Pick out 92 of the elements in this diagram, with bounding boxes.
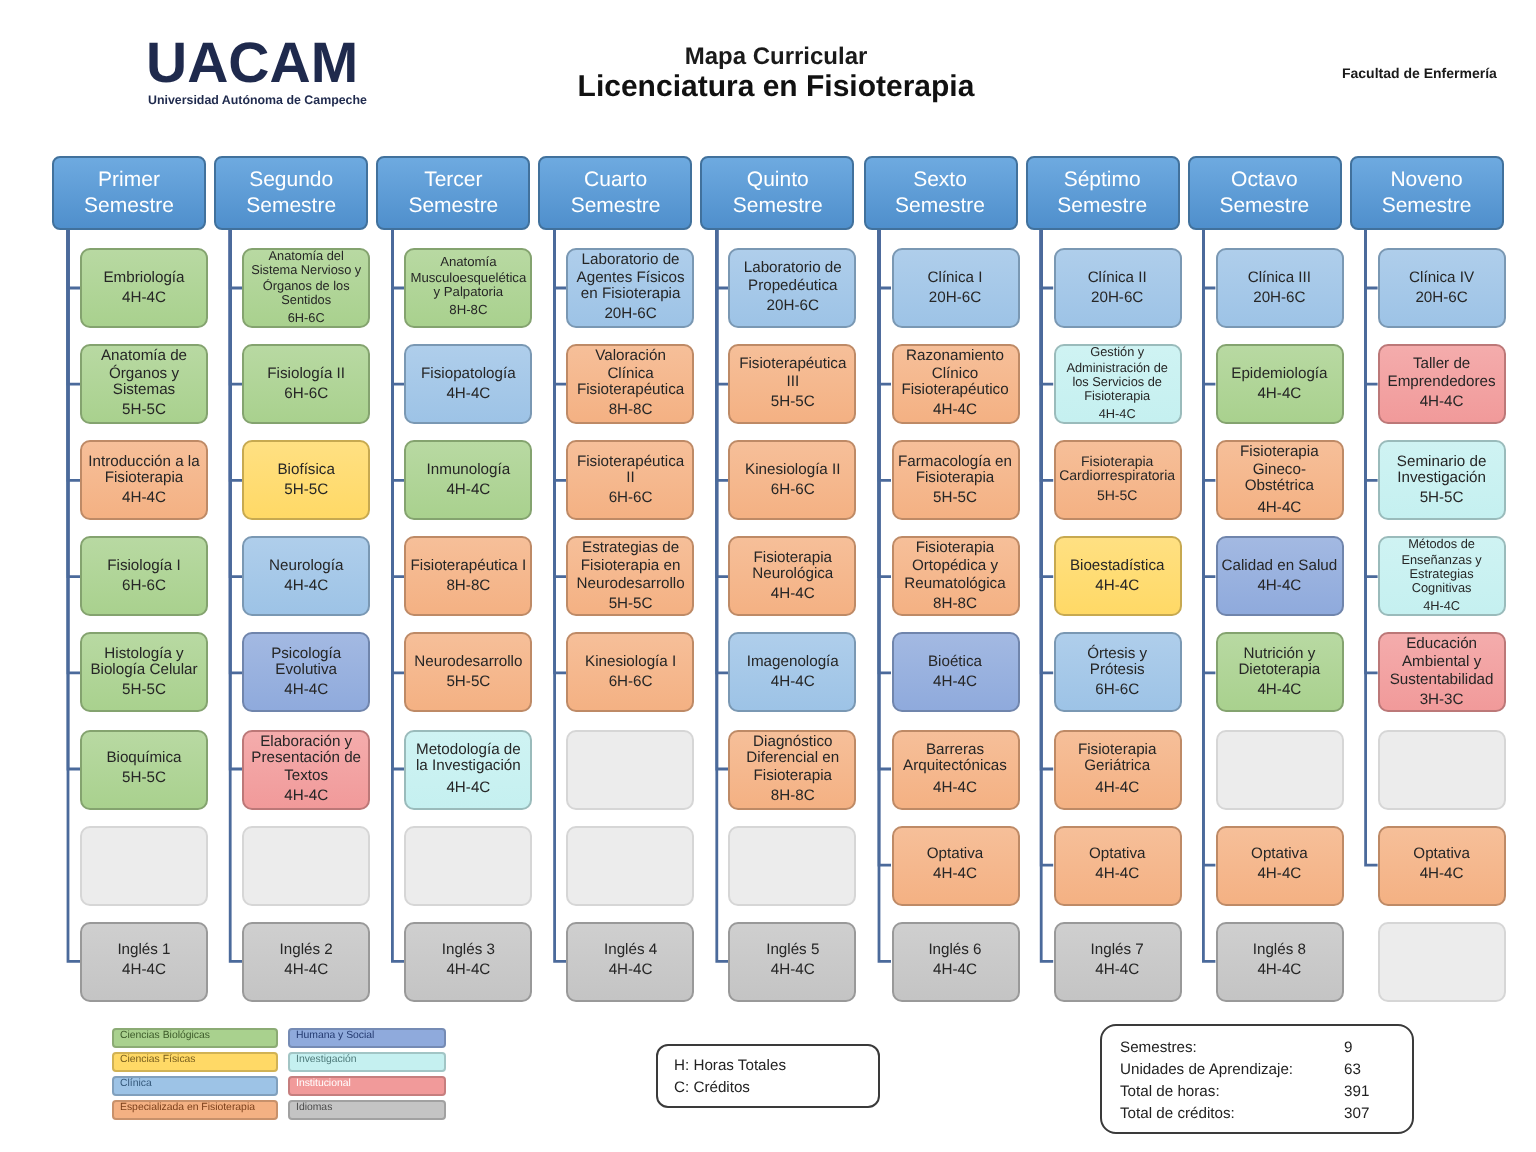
course-box [242,440,371,521]
course-box [891,248,1019,328]
course-box [1215,825,1344,906]
course-box [566,440,695,521]
diagram-title: Licenciatura en Fisioterapia [577,72,975,102]
course-box [1377,632,1506,713]
course-box [1215,440,1344,521]
course-box [728,729,857,809]
course-box [1377,440,1506,521]
course-box [404,536,533,617]
course-box [728,536,857,617]
course-box [891,825,1019,906]
course-box [728,248,857,328]
key-box [656,1044,880,1108]
connector-line [66,230,80,963]
course-box [891,344,1019,425]
semester-header: Tercer Semestre [376,156,531,230]
course-box [80,344,208,425]
semester-header: Octavo Semestre [1187,156,1342,230]
course-box [1377,344,1506,425]
course-box [1053,536,1182,617]
course-box [242,344,371,425]
course-box [1377,248,1506,328]
connector-line [553,230,567,963]
semester-header: Noveno Semestre [1349,156,1504,230]
course-box [1053,921,1182,1002]
course-box [728,440,857,521]
empty-box [80,825,208,906]
course-box [242,921,371,1002]
course-box [242,632,371,713]
course-box [80,440,208,521]
empty-box [1377,729,1506,809]
course-box [1053,729,1182,809]
empty-box [242,825,371,906]
course-box [404,632,533,713]
course-box [80,729,208,809]
course-box [891,440,1019,521]
course-box [566,632,695,713]
course-box [1053,440,1182,521]
course-box [242,536,371,617]
course-box [566,536,695,617]
course-box [891,921,1019,1002]
course-box [242,729,371,809]
course-box [728,344,857,425]
course-box [891,729,1019,809]
course-box [1215,344,1344,425]
semester-header: Quinto Semestre [700,156,855,230]
course-box [80,536,208,617]
semester-header: Séptimo Semestre [1025,156,1180,230]
course-box [1377,825,1506,906]
course-box [80,248,208,328]
semester-header: Primer Semestre [52,156,206,230]
course-box [891,536,1019,617]
subtitle: Mapa Curricular [684,44,868,68]
course-box [728,921,857,1002]
empty-box [1377,921,1506,1002]
course-box [566,921,695,1002]
course-box [1215,632,1344,713]
empty-box [566,729,695,809]
empty-box [404,825,533,906]
course-box [1053,344,1182,425]
empty-box [728,825,857,906]
course-box [80,921,208,1002]
course-box [242,248,371,328]
course-box [80,632,208,713]
course-box [404,729,533,809]
course-box [404,921,533,1002]
course-box [1053,248,1182,328]
course-box [566,344,695,425]
course-box [891,632,1019,713]
course-box [1215,536,1344,617]
course-box [1215,248,1344,328]
connector-line [715,230,729,963]
empty-box [566,825,695,906]
course-box [404,440,533,521]
course-box [404,344,533,425]
course-box [1053,632,1182,713]
semester-header: Sexto Semestre [863,156,1017,230]
course-box [1053,825,1182,906]
empty-box [1215,729,1344,809]
course-box [1377,536,1506,617]
course-box [566,248,695,328]
semester-header: Segundo Semestre [214,156,369,230]
course-box [404,248,533,328]
connector-line [228,230,243,963]
summary-box [1100,1024,1414,1134]
connector-line [1364,230,1378,867]
course-box [728,632,857,713]
course-box [1215,921,1344,1002]
connector-line [391,230,405,963]
university-acronym: UACAM [146,36,359,93]
semester-header: Cuarto Semestre [538,156,693,230]
